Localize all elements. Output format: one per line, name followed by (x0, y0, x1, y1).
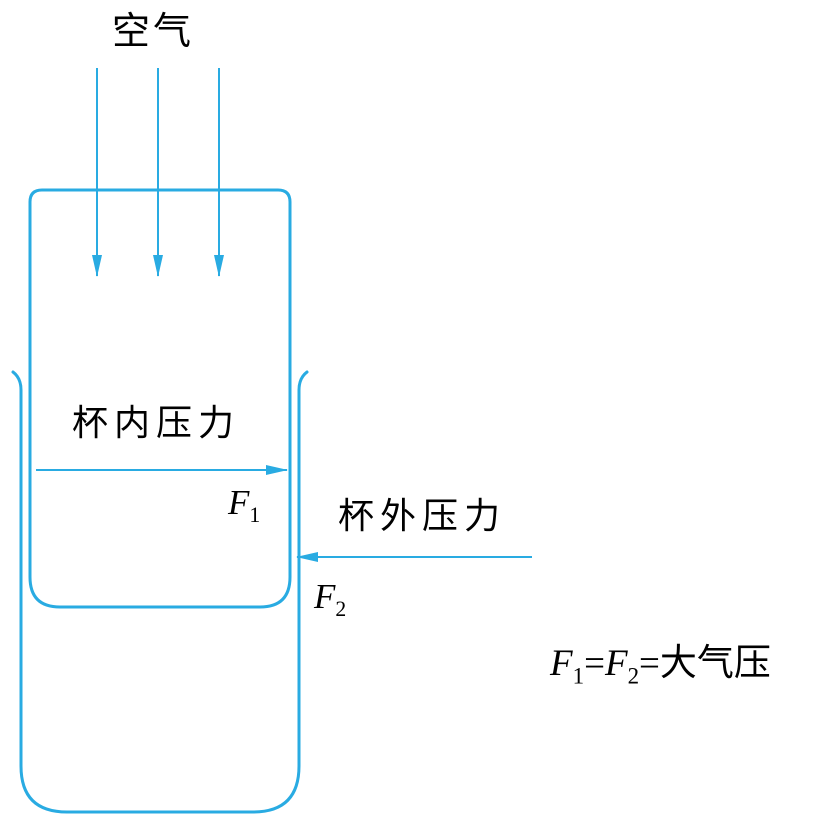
equation-rhs: 大气压 (659, 643, 771, 684)
equation-equals-2: = (639, 643, 660, 684)
equation-f1-symbol: F (550, 643, 573, 684)
force2-label: F2 (314, 577, 346, 620)
inside-pressure-label: 杯内压力 (72, 403, 241, 443)
force1-symbol: F (228, 483, 250, 522)
equation-f2-symbol: F (604, 643, 628, 684)
force1-label: F1 (228, 483, 260, 526)
force2-symbol: F (314, 577, 336, 616)
outside-pressure-label: 杯外压力 (338, 496, 507, 536)
inner-cup-outline (28, 188, 292, 609)
air-label: 空气 (112, 11, 195, 53)
equation-f2-subscript: 2 (627, 663, 640, 689)
pressure-equation: F1=F2=大气压 (550, 643, 771, 689)
equation-equals-1: = (584, 643, 605, 684)
force1-subscript: 1 (249, 503, 261, 527)
force2-subscript: 2 (335, 597, 347, 621)
outer-cup-outline (11, 370, 309, 814)
equation-f1-subscript: 1 (572, 663, 585, 689)
